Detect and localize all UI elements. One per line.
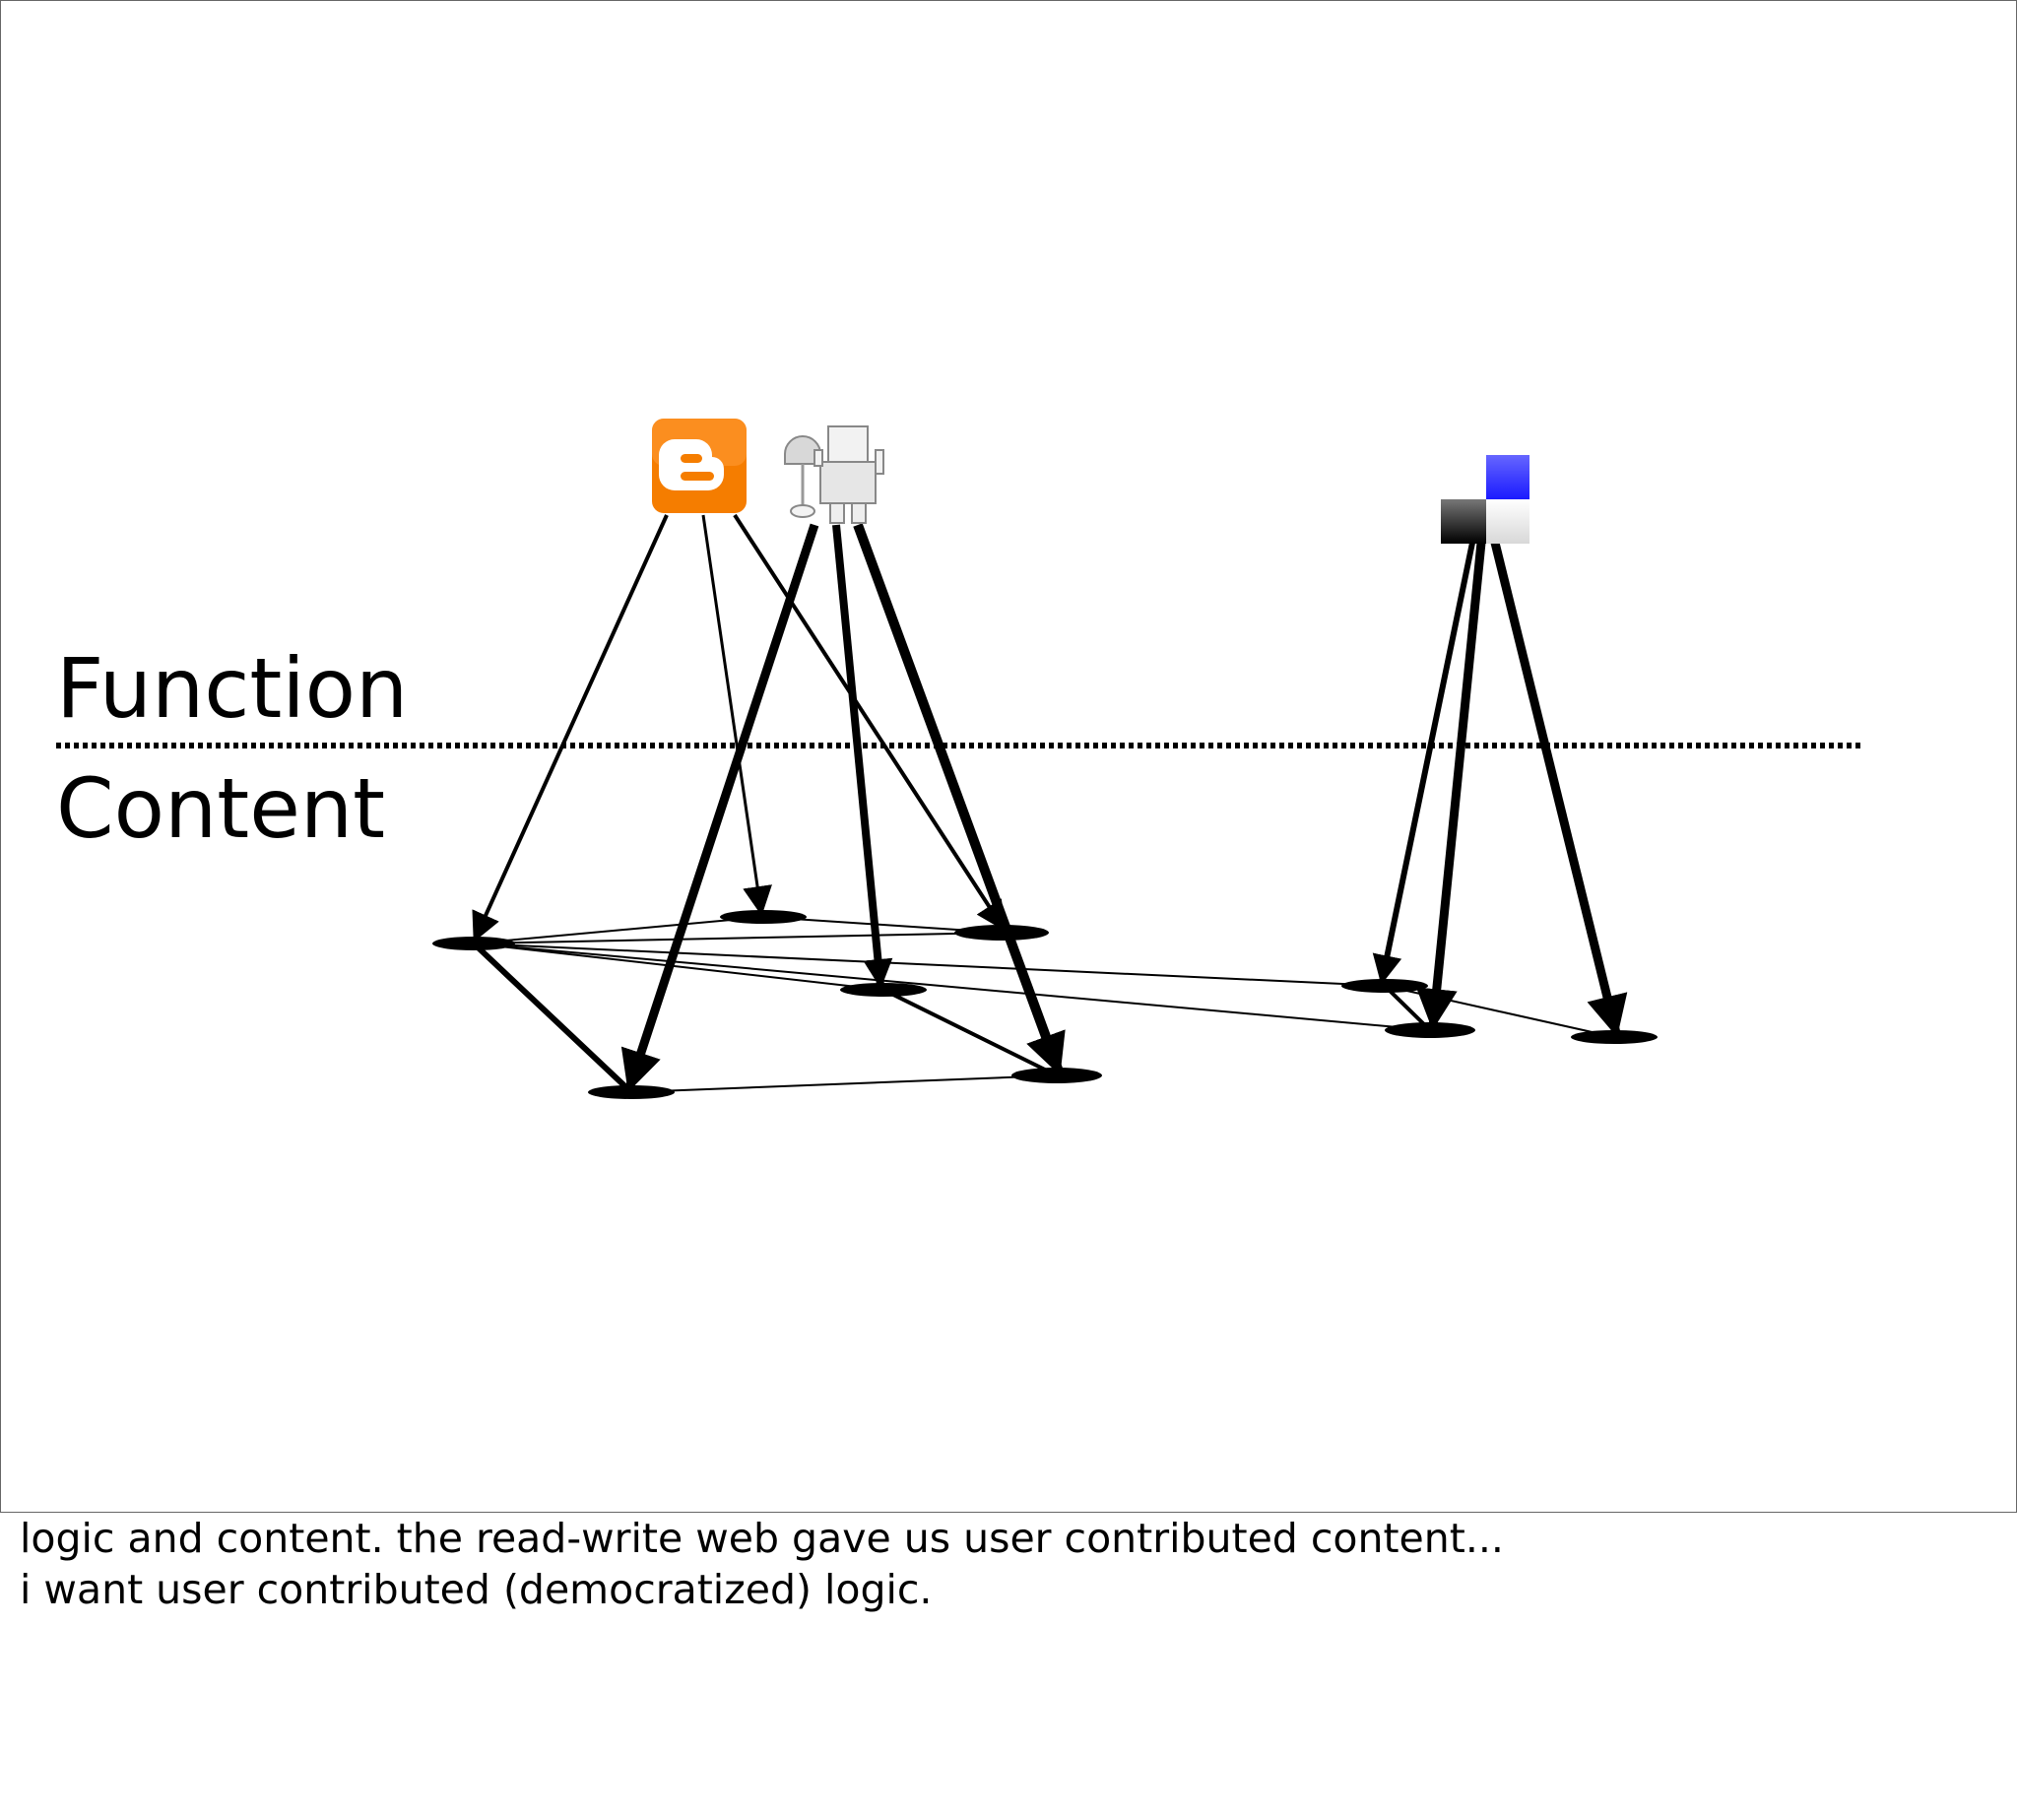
arrow-robot-1 — [620, 523, 819, 1092]
arrow-robot-3 — [853, 523, 1066, 1075]
content-link — [473, 942, 1431, 1031]
arrow-blogger-2 — [701, 514, 772, 916]
function-arrows — [472, 513, 1628, 1092]
arrow-robot-2 — [832, 524, 893, 989]
content-link — [473, 942, 1386, 987]
slide: Function Content — [0, 0, 2017, 1513]
notes-line-2: i want user contributed (democratized) l… — [20, 1566, 933, 1613]
content-node — [720, 910, 807, 924]
content-link — [473, 942, 884, 991]
content-node — [1341, 979, 1428, 993]
robot-icon — [784, 425, 884, 524]
content-label: Content — [56, 760, 386, 857]
function-content-diagram — [56, 419, 1864, 1099]
function-label: Function — [56, 640, 409, 737]
content-link — [630, 1074, 1058, 1093]
arrow-blogger-3 — [733, 513, 1006, 932]
arrow-delicious-2 — [1415, 542, 1486, 1031]
blogger-icon — [652, 419, 747, 513]
arrow-blogger-1 — [472, 514, 669, 942]
notes-line-1: logic and content. the read-write web ga… — [20, 1515, 1504, 1562]
content-link — [473, 916, 764, 944]
arrow-delicious-3 — [1490, 541, 1628, 1038]
content-node — [840, 983, 927, 997]
content-links — [471, 916, 1615, 1095]
delicious-icon — [1441, 455, 1529, 544]
speaker-notes: logic and content. the read-write web ga… — [20, 1513, 1989, 1615]
content-link — [473, 932, 1003, 944]
content-link — [471, 941, 634, 1095]
arrow-delicious-1 — [1372, 542, 1475, 985]
content-nodes — [432, 910, 1658, 1099]
